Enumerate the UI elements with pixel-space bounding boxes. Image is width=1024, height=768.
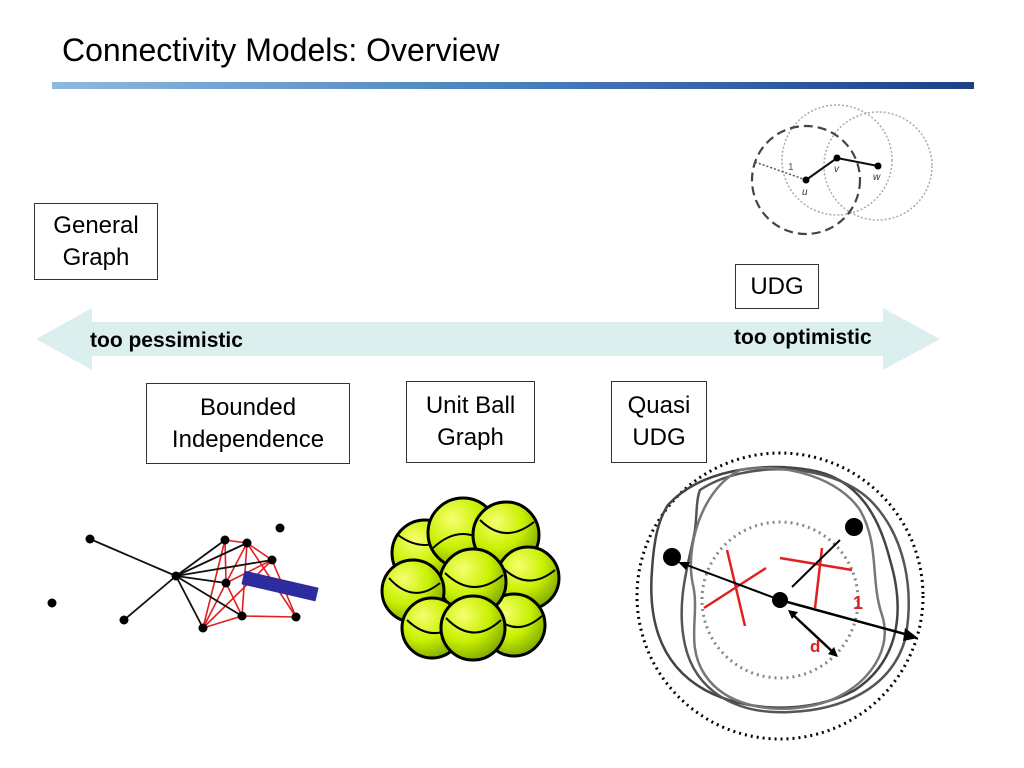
quasi-outer-range-circle <box>635 451 925 741</box>
quasi-node-center <box>772 592 788 608</box>
udg-node-label-u: u <box>802 187 808 198</box>
quasi-irregular-range-1 <box>650 465 899 709</box>
udg-node-label-v: v <box>834 164 840 175</box>
udg-node-v <box>833 154 841 162</box>
udg-label: UDG <box>750 272 804 300</box>
udg-edge-vw <box>836 157 879 167</box>
udg-node-label-w: w <box>873 172 881 183</box>
quasi-inner-range-circle <box>700 520 860 680</box>
bounded-rectangle <box>241 570 319 602</box>
udg-range-circle-u <box>750 124 862 236</box>
general-graph-label: General Graph <box>53 211 139 271</box>
quasi-udg-box: Quasi UDG <box>611 381 707 463</box>
quasi-irregular-range-2 <box>680 468 910 714</box>
ball <box>439 594 507 662</box>
general-graph-box: General Graph <box>34 203 158 280</box>
udg-radius-line <box>754 161 807 181</box>
quasi-node-right <box>845 518 863 536</box>
udg-node-u <box>802 176 810 184</box>
udg-node-w <box>874 162 882 170</box>
slide-title: Connectivity Models: Overview <box>62 32 500 68</box>
udg-box: UDG <box>735 264 819 309</box>
unit-ball-graph-box: Unit Ball Graph <box>406 381 535 463</box>
quasi-inner-radius-label: d <box>810 637 820 656</box>
udg-range-circle-v <box>781 104 893 216</box>
udg-radius-label: 1 <box>788 162 794 173</box>
udg-edge-uv <box>805 157 838 181</box>
unit-ball-graph-label: Unit Ball Graph <box>425 392 516 451</box>
title-rule <box>52 82 974 89</box>
too-pessimistic-label: too pessimistic <box>90 329 243 352</box>
quasi-udg-label: Quasi UDG <box>627 392 691 451</box>
quasi-irregular-range-3 <box>689 466 886 710</box>
bounded-independence-box: Bounded Independence <box>146 383 350 464</box>
quasi-outer-radius-label: 1 <box>853 593 863 613</box>
bounded-independence-label: Bounded Independence <box>171 393 325 453</box>
too-optimistic-label: too optimistic <box>734 326 872 349</box>
quasi-node-left <box>663 548 681 566</box>
